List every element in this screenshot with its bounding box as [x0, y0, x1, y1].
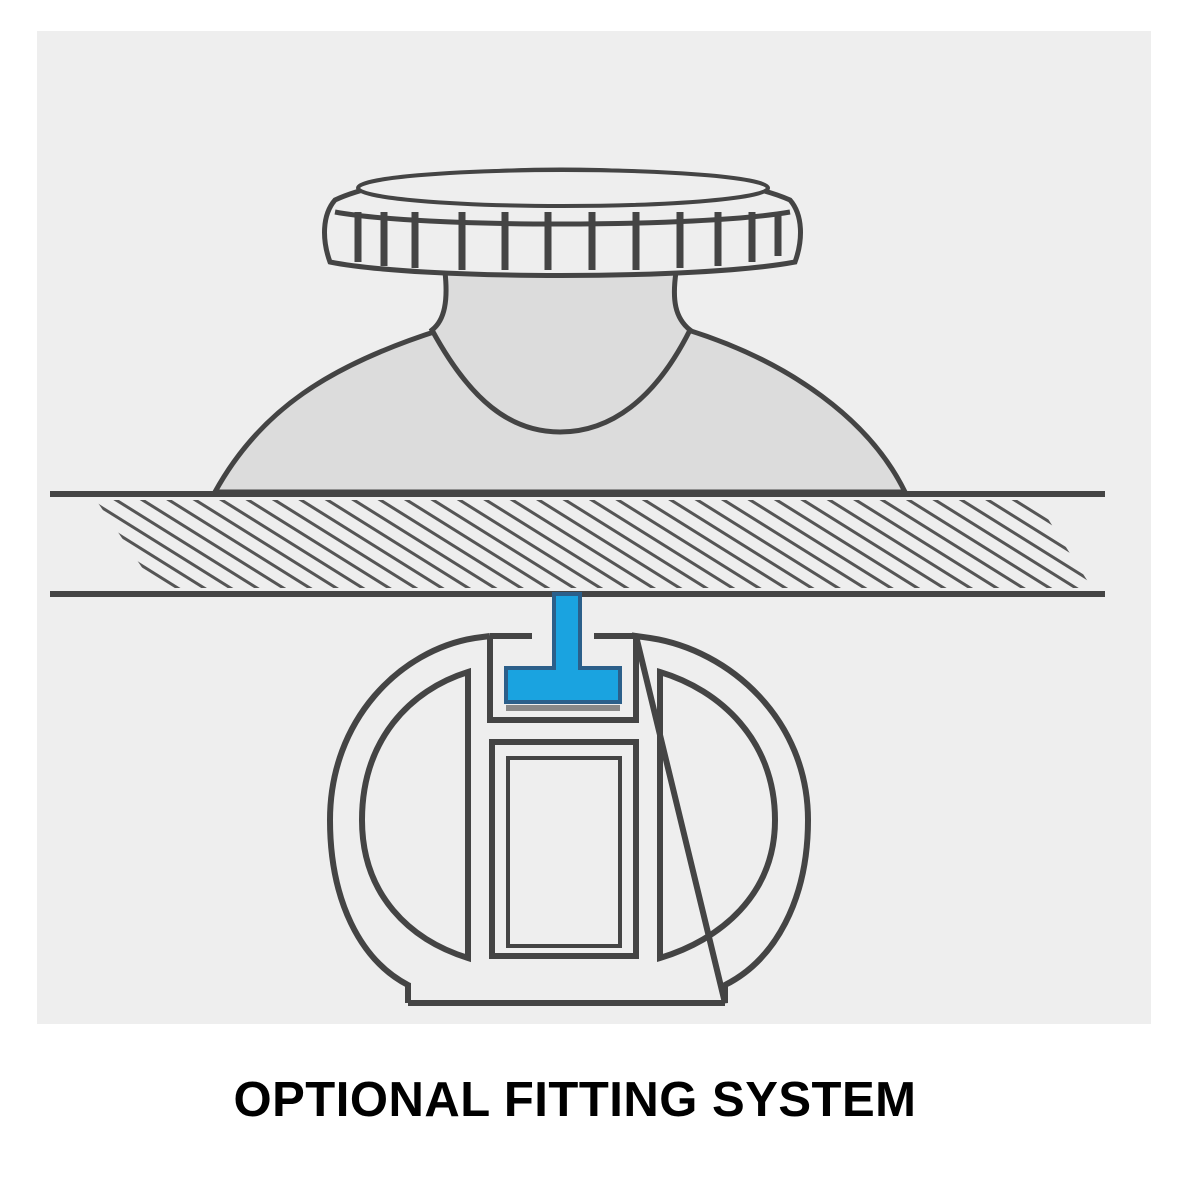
hatched-panel-icon	[50, 491, 1105, 597]
knob-stem-icon	[428, 269, 694, 435]
rail-profile-icon	[326, 632, 812, 1006]
diagram-caption: OPTIONAL FITTING SYSTEM	[233, 1073, 917, 1127]
knurled-knob-icon	[322, 167, 803, 278]
t-bolt-icon	[504, 592, 622, 704]
